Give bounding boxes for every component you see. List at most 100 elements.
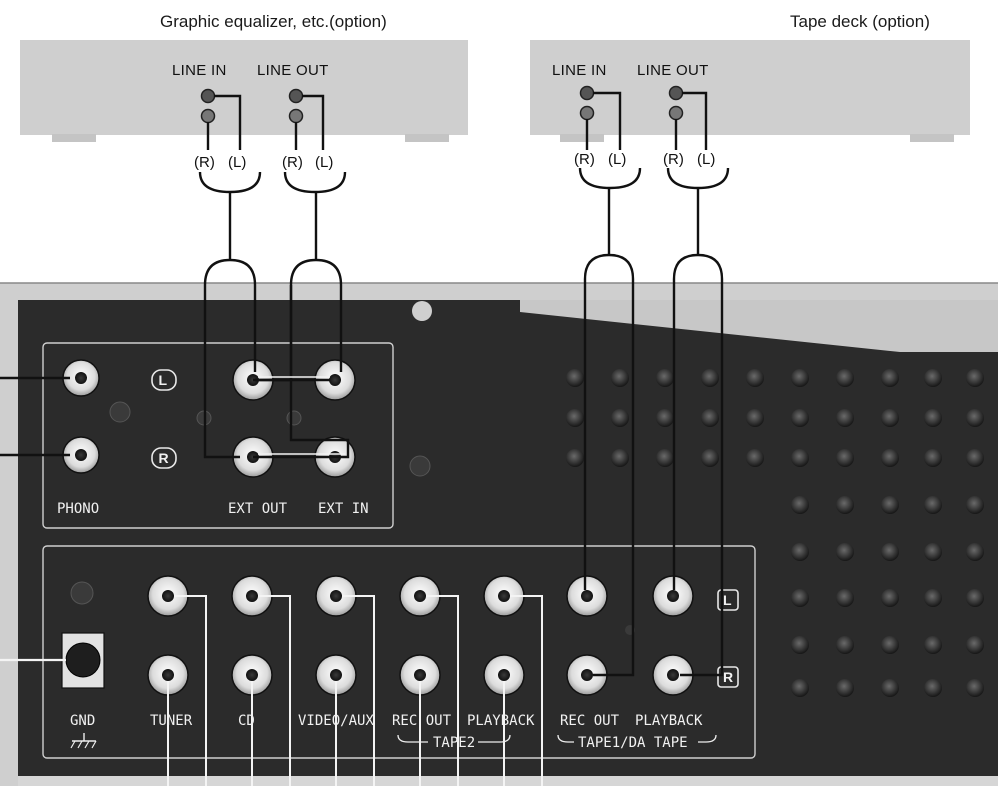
tape-deck-body — [530, 40, 970, 135]
vent-hole — [836, 449, 854, 467]
vent-hole — [656, 369, 674, 387]
vent-hole — [611, 449, 629, 467]
vent-hole — [836, 409, 854, 427]
tape-out-plug-bundle — [666, 167, 730, 190]
equalizer-out-l-label: (L) — [315, 154, 333, 171]
vent-hole — [701, 449, 719, 467]
rec-out-2-label: REC OUT — [392, 713, 452, 729]
vent-hole — [924, 449, 942, 467]
vent-hole — [791, 369, 809, 387]
vent-hole — [836, 636, 854, 654]
tape-deck-line-out-label: LINE OUT — [637, 62, 709, 79]
vent-hole — [701, 409, 719, 427]
ext-in-label: EXT IN — [318, 501, 369, 517]
ext-out-label: EXT OUT — [228, 501, 288, 517]
ground-symbol-icon — [70, 733, 97, 749]
upper-panel-outline — [42, 342, 394, 529]
tape-deck-line-in-label: LINE IN — [552, 62, 607, 79]
lower-panel-outline — [42, 545, 756, 759]
vent-hole — [924, 636, 942, 654]
upper-screw — [409, 455, 431, 477]
vent-hole — [791, 543, 809, 561]
phono-label: PHONO — [57, 501, 99, 517]
tape-in-plug-bundle — [578, 167, 642, 190]
lower-badge-l: L — [717, 589, 739, 611]
vent-hole — [566, 449, 584, 467]
gnd-label: GND — [70, 713, 95, 729]
vent-hole — [924, 589, 942, 607]
eq-in-plug-bundle — [198, 171, 262, 194]
equalizer-in-l-label: (L) — [228, 154, 246, 171]
lower-badge-r: R — [717, 666, 739, 688]
tuner-label: TUNER — [150, 713, 193, 729]
tape-deck-line-in-jack-r[interactable] — [579, 105, 595, 121]
ventilation-grille — [566, 369, 984, 697]
tape-deck-out-l-leader — [682, 91, 708, 150]
vent-hole — [924, 369, 942, 387]
tape-deck-caption: Tape deck (option) — [790, 12, 930, 31]
vent-hole — [656, 449, 674, 467]
vent-hole — [746, 369, 764, 387]
tape-deck-out-l-label: (L) — [697, 151, 715, 168]
equalizer-out-r-label: (R) — [282, 154, 303, 171]
tape-deck-foot-left — [560, 134, 604, 142]
eq-in-to-ext-out-l — [229, 258, 257, 372]
tape-out-to-playback-l — [672, 253, 699, 590]
vent-hole — [836, 369, 854, 387]
equalizer-line-out-jack-r[interactable] — [288, 108, 304, 124]
tape-deck-line-out-jack-r[interactable] — [668, 105, 684, 121]
vent-hole — [966, 636, 984, 654]
receiver-rear-panel — [18, 300, 998, 776]
vent-hole — [791, 449, 809, 467]
upper-badge-l: L — [151, 369, 177, 391]
tape-in-to-rec-out-r — [593, 253, 635, 677]
equalizer-caption: Graphic equalizer, etc.(option) — [160, 12, 387, 31]
vent-hole — [966, 543, 984, 561]
vent-hole — [881, 636, 899, 654]
tape-deck-foot-right — [910, 134, 954, 142]
equalizer-in-r-label: (R) — [194, 154, 215, 171]
tape1-label: TAPE1/DA TAPE — [578, 735, 688, 751]
eq-out-to-ext-in-l — [315, 258, 343, 372]
tape-in-to-rec-out-l — [583, 253, 610, 590]
vent-hole — [881, 369, 899, 387]
playback-1-label: PLAYBACK — [635, 713, 703, 729]
rec-out-1-label: REC OUT — [560, 713, 620, 729]
vent-hole — [924, 679, 942, 697]
vent-hole — [791, 409, 809, 427]
vent-hole — [701, 369, 719, 387]
equalizer-device: Graphic equalizer, etc.(option) LINE IN … — [20, 12, 468, 150]
vent-hole — [966, 589, 984, 607]
vent-hole — [881, 496, 899, 514]
tape-deck-line-in-jack-l[interactable] — [579, 85, 595, 101]
tape-deck-in-r-label: (R) — [574, 151, 595, 168]
tape-deck-line-out-jack-l[interactable] — [668, 85, 684, 101]
tape-deck-out-r-label: (R) — [663, 151, 684, 168]
vent-hole — [791, 636, 809, 654]
vent-hole — [881, 543, 899, 561]
vent-hole — [966, 496, 984, 514]
vent-hole — [566, 369, 584, 387]
vent-hole — [836, 589, 854, 607]
vent-hole — [881, 589, 899, 607]
vent-hole — [966, 369, 984, 387]
vent-hole — [791, 679, 809, 697]
phono-screw — [109, 401, 131, 423]
svg-text:L: L — [723, 592, 732, 608]
vent-hole — [966, 679, 984, 697]
vent-hole — [881, 449, 899, 467]
vent-hole — [966, 409, 984, 427]
vent-hole — [746, 449, 764, 467]
equalizer-line-out-jack-l[interactable] — [288, 88, 304, 104]
vent-hole — [656, 409, 674, 427]
vent-hole — [791, 496, 809, 514]
tape2-label: TAPE2 — [433, 735, 475, 751]
panel-screw-hole — [412, 301, 432, 321]
equalizer-foot-left — [52, 134, 96, 142]
equalizer-in-l-leader — [214, 94, 242, 150]
vent-hole — [836, 679, 854, 697]
equalizer-line-in-jack-r[interactable] — [200, 108, 216, 124]
tape-deck-in-l-label: (L) — [608, 151, 626, 168]
equalizer-line-in-jack-l[interactable] — [200, 88, 216, 104]
